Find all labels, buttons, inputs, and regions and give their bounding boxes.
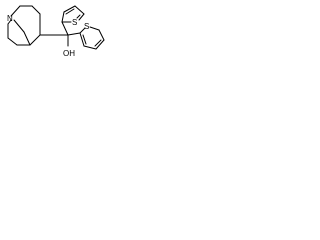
bond	[63, 5, 76, 13]
bond	[76, 14, 81, 19]
thiophene-ring-upper	[61, 5, 85, 23]
bond	[79, 27, 86, 34]
bond	[23, 31, 31, 46]
bond	[83, 45, 97, 50]
bond	[82, 34, 87, 45]
bond	[7, 19, 12, 25]
bond	[94, 39, 102, 47]
bond	[61, 11, 65, 23]
bond	[61, 21, 69, 36]
bond	[79, 32, 85, 47]
bond	[10, 5, 21, 17]
bond	[65, 8, 75, 15]
carbinol-center	[39, 21, 81, 47]
bond	[31, 5, 41, 15]
sulfur-atom-label-upper: S	[72, 18, 77, 27]
bond	[89, 26, 100, 31]
nitrogen-atom-label: N	[7, 14, 13, 23]
chemical-structure-diagram: N OH S S	[7, 5, 105, 58]
bond	[29, 34, 41, 46]
sulfur-atom-label-right: S	[84, 22, 89, 31]
bond	[7, 37, 18, 46]
hydroxyl-group-label: OH	[63, 49, 75, 58]
bond	[67, 32, 81, 36]
quinuclidine-ring	[7, 5, 41, 46]
bond	[13, 19, 25, 33]
bond	[98, 29, 105, 41]
thiophene-ring-right	[79, 26, 105, 50]
bond	[95, 39, 105, 50]
bond	[78, 13, 85, 21]
bond	[74, 5, 85, 15]
